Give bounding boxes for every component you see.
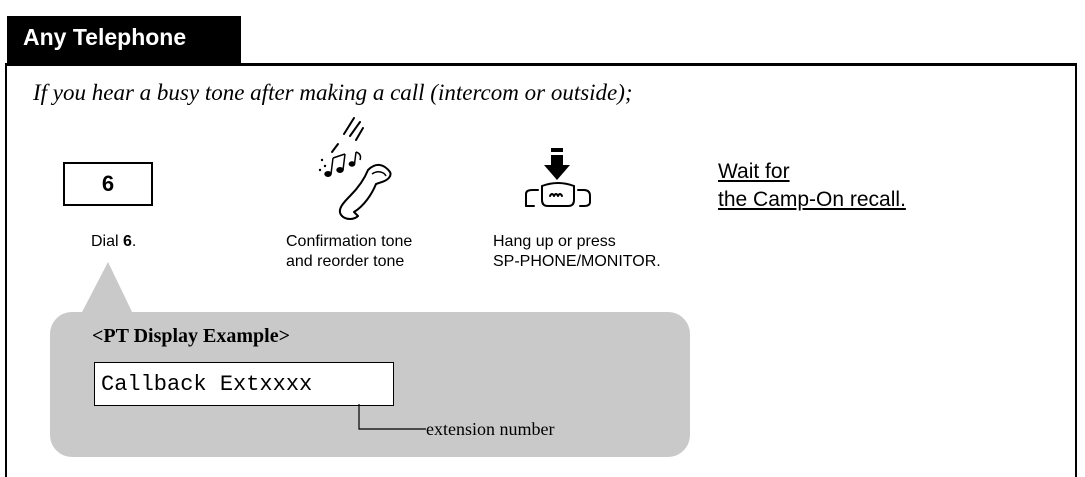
tab-label: Any Telephone [23, 24, 187, 50]
dial-caption: Dial 6. [91, 233, 137, 250]
dial-key-label: 6 [101, 171, 115, 196]
hang-up-icon [525, 148, 591, 207]
panel-right-border [1075, 63, 1077, 477]
handset-tone-icon [318, 117, 392, 220]
lcd-display: Callback Extxxxx [94, 362, 394, 406]
dial-key-box: 6 [63, 162, 153, 206]
lcd-text: Callback Extxxxx [101, 371, 313, 397]
callout-pointer [80, 262, 134, 316]
hangup-caption: Hang up or press SP-PHONE/MONITOR. [493, 233, 661, 270]
panel-left-border [5, 63, 7, 477]
extension-number-label: extension number [426, 419, 555, 439]
dial-caption-key: 6 [123, 233, 132, 250]
tone-caption: Confirmation tone and reorder tone [286, 233, 413, 270]
wait-instruction: Wait for the Camp-On recall. [718, 160, 906, 211]
telephone-type-tab: Any Telephone [7, 16, 241, 63]
extension-leader-line [358, 404, 426, 430]
intro-condition: If you hear a busy tone after making a c… [33, 80, 633, 105]
panel-top-border [5, 63, 1077, 66]
display-example-title: <PT Display Example> [92, 325, 291, 347]
